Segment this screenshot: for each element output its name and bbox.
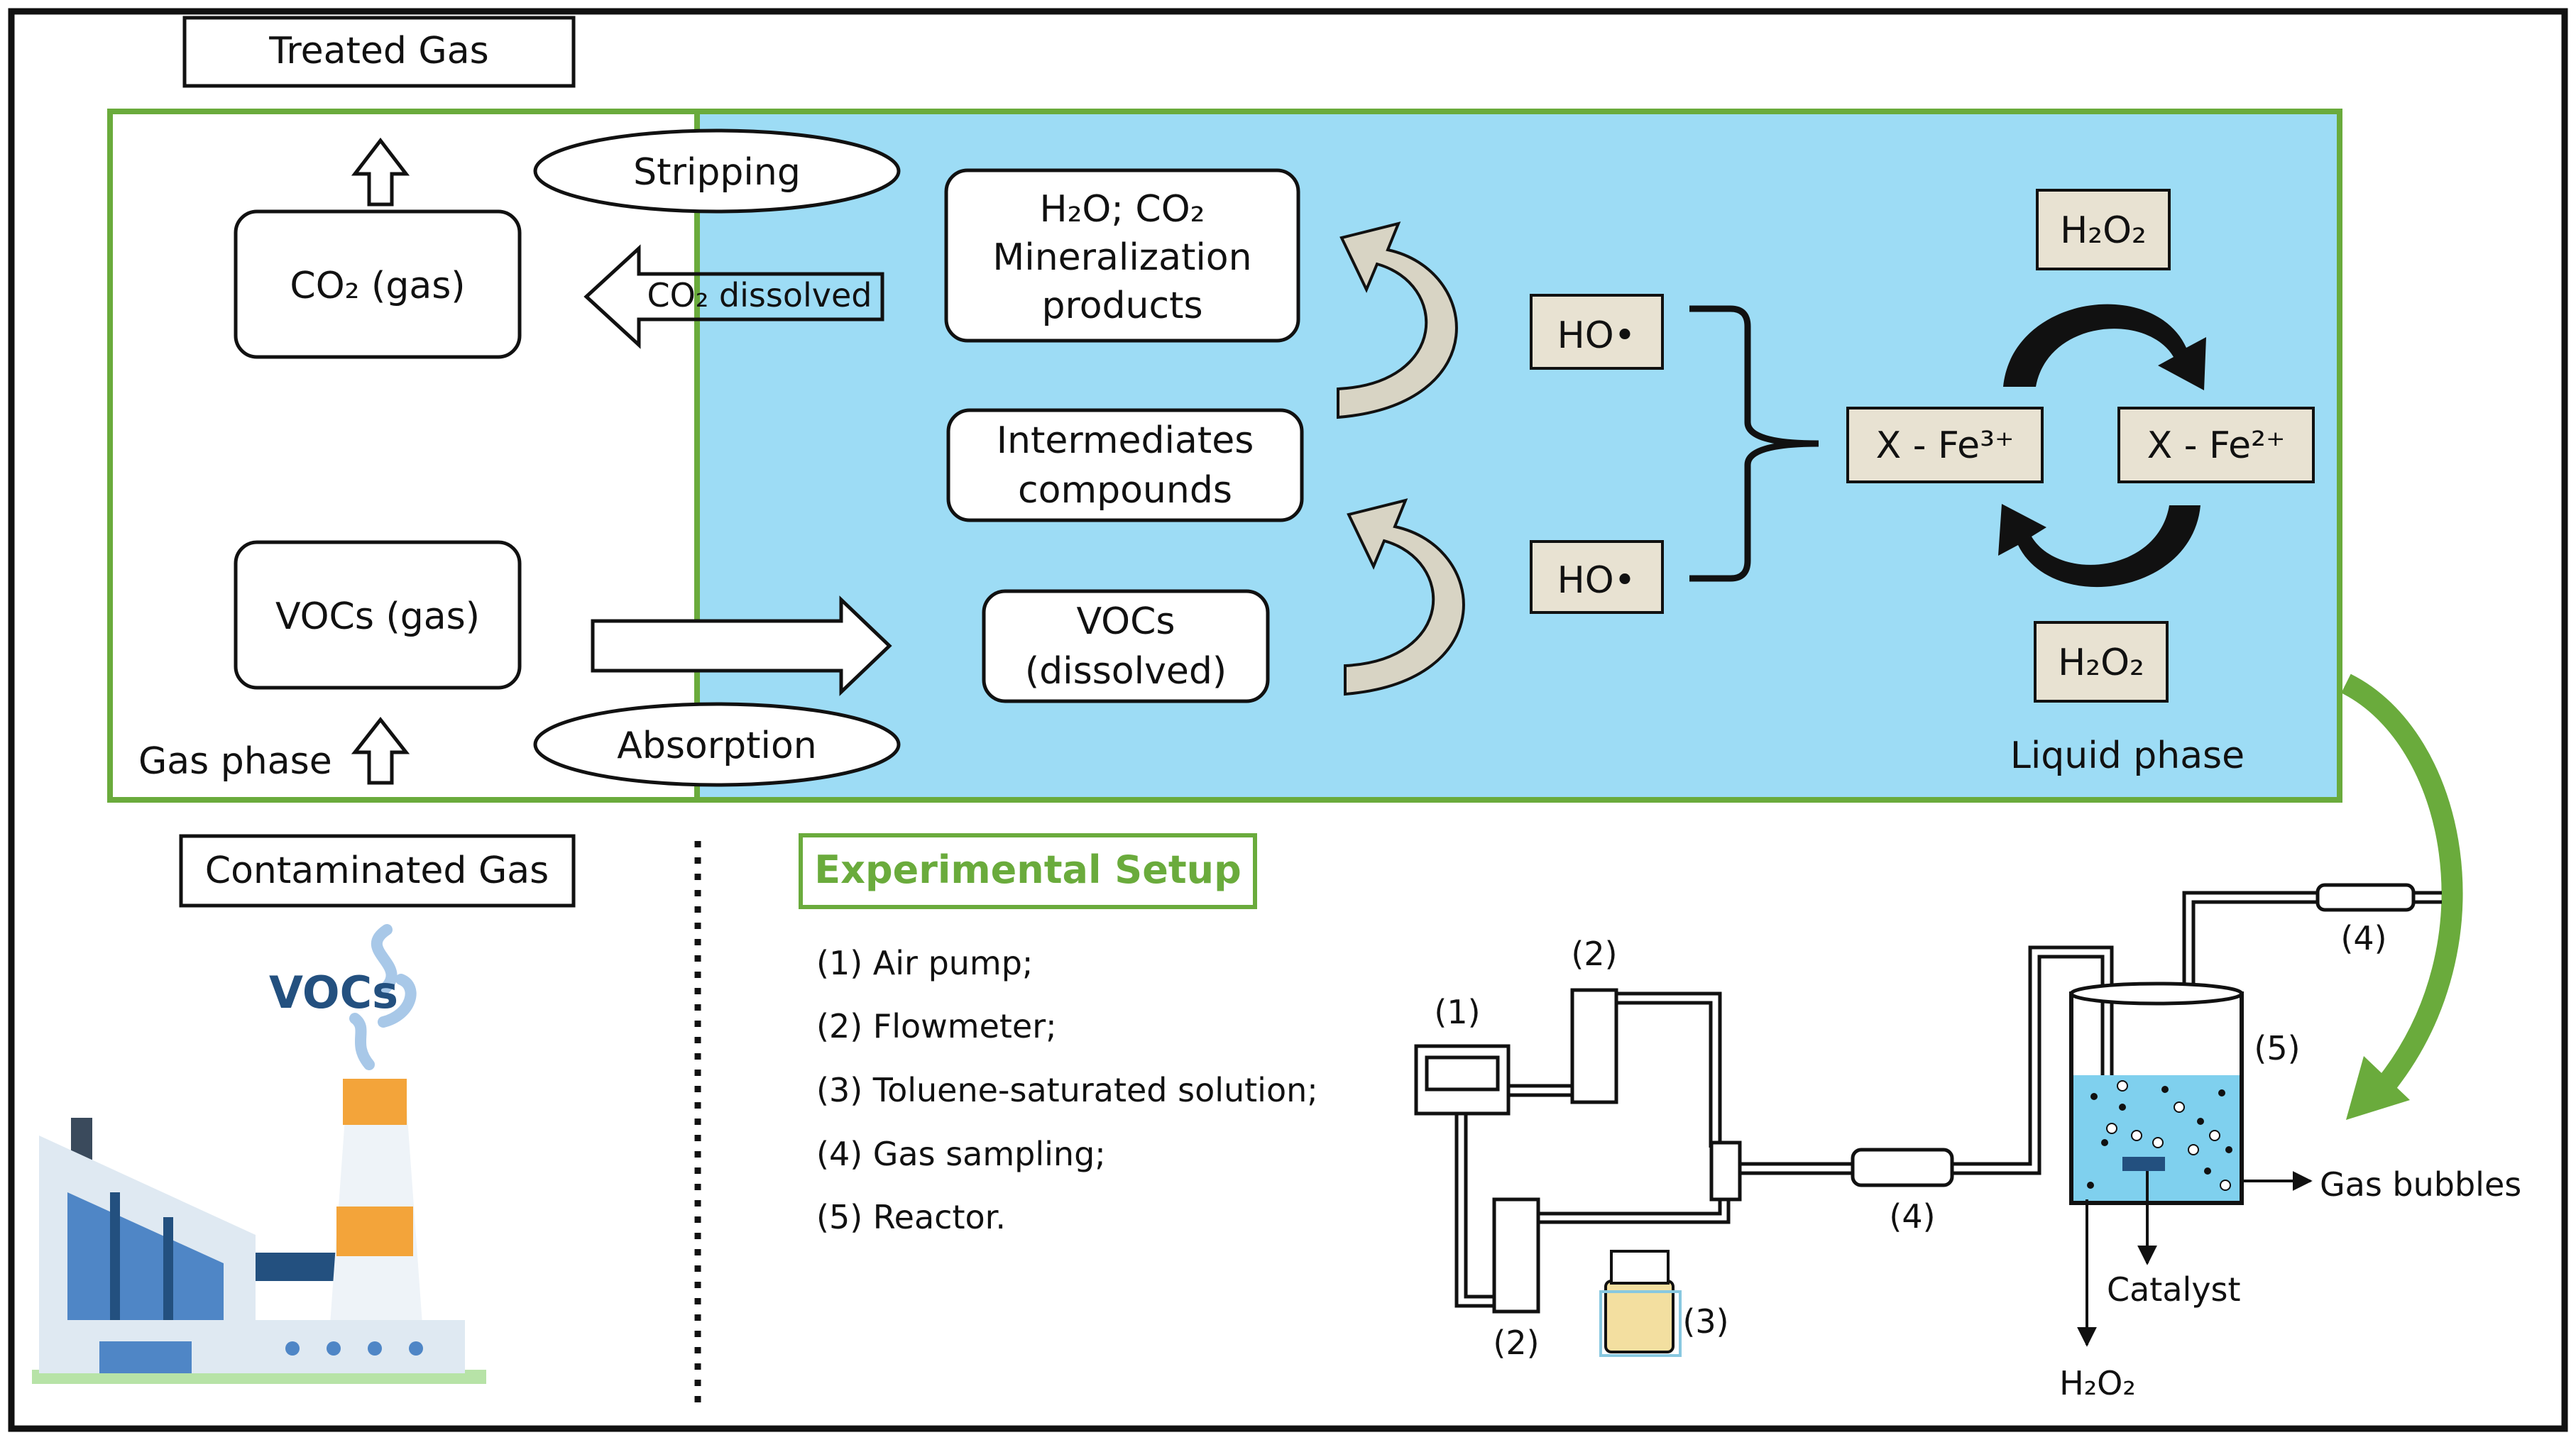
h2o2-box-bottom <box>2034 621 2169 703</box>
liquid-phase-label: Liquid phase <box>2010 735 2245 777</box>
mineralization-line-1: H₂O; CO₂ <box>1039 188 1205 231</box>
cycle-arrow-top-icon <box>2003 304 2206 390</box>
intermediates-line-2: compounds <box>1018 469 1232 512</box>
label-h2o2-feed: H₂O₂ <box>2059 1364 2136 1402</box>
h2o2-label-bottom: H₂O₂ <box>2058 642 2144 684</box>
up-arrow-icon <box>351 137 410 207</box>
ho-radical-label-top: HO• <box>1557 314 1636 357</box>
vocs-dissolved-line-1: VOCs <box>1077 600 1175 643</box>
stripping-label: Stripping <box>633 151 801 194</box>
h2o2-box-top <box>2036 189 2171 270</box>
vocs-gas-box <box>234 540 522 690</box>
fe3-label: X - Fe³⁺ <box>1876 424 2015 467</box>
vocs-dissolved-box <box>982 589 1270 703</box>
intermediates-box <box>946 408 1304 522</box>
label-saturator: (3) <box>1682 1302 1728 1341</box>
curved-arrow-icon <box>1337 221 1458 419</box>
label-sampling-top: (4) <box>2340 919 2386 957</box>
vocs-dissolved-line-2: (dissolved) <box>1025 650 1227 693</box>
label-sampling-mid: (4) <box>1889 1197 1935 1236</box>
label-gas-bubbles: Gas bubbles <box>2320 1165 2521 1204</box>
stripping-ellipse <box>533 128 901 214</box>
cycle-arrow-bottom-icon <box>1998 504 2200 588</box>
curved-arrow-icon <box>1344 498 1465 696</box>
legend-item-5: (5) Reactor. <box>816 1198 1006 1236</box>
gas-phase-label: Gas phase <box>138 740 332 783</box>
setup-apparatus <box>1414 883 2442 1357</box>
contaminated-gas-label: Contaminated Gas <box>205 850 549 892</box>
bracket-connector <box>1689 305 1819 582</box>
outer-frame <box>8 8 2568 1432</box>
legend-item-3: (3) Toluene-saturated solution; <box>816 1071 1318 1109</box>
contaminated-gas-box <box>179 834 576 908</box>
setup-title-box <box>799 833 1257 909</box>
mineralization-line-3: products <box>1041 285 1202 327</box>
label-air-pump: (1) <box>1434 993 1480 1031</box>
label-flowmeter-top: (2) <box>1571 935 1617 973</box>
co2-gas-box <box>234 209 522 359</box>
treated-gas-label: Treated Gas <box>268 30 488 72</box>
label-catalyst: Catalyst <box>2107 1270 2241 1309</box>
label-reactor: (5) <box>2254 1029 2300 1067</box>
link-arrow-green <box>2341 674 2463 1093</box>
intermediates-line-1: Intermediates <box>997 419 1254 462</box>
mineralization-line-2: Mineralization <box>992 236 1251 279</box>
ho-radical-box-top <box>1530 294 1664 370</box>
fe2-box <box>2117 407 2315 483</box>
mineralization-box <box>944 168 1300 343</box>
factory-illustration <box>32 924 486 1384</box>
h2o2-label-top: H₂O₂ <box>2060 209 2147 252</box>
ho-radical-label-bottom: HO• <box>1557 559 1636 602</box>
vocs-logo-text: VOCs <box>269 967 398 1018</box>
co2-gas-label: CO₂ (gas) <box>290 265 465 307</box>
reactor <box>2069 982 2244 1205</box>
legend-item-2: (2) Flowmeter; <box>816 1007 1057 1045</box>
label-flowmeter-bottom: (2) <box>1493 1324 1539 1362</box>
co2-dissolved-label: CO₂ dissolved <box>647 276 872 314</box>
legend-item-4: (4) Gas sampling; <box>816 1135 1106 1173</box>
ho-radical-box-bottom <box>1530 540 1664 614</box>
vocs-gas-label: VOCs (gas) <box>275 595 480 638</box>
treated-gas-box <box>182 16 576 88</box>
absorption-label: Absorption <box>617 725 816 767</box>
absorption-ellipse <box>533 702 901 787</box>
fe2-label: X - Fe²⁺ <box>2147 424 2286 467</box>
setup-title: Experimental Setup <box>814 847 1241 892</box>
fe3-box <box>1846 407 2044 483</box>
process-panel <box>107 109 2342 803</box>
link-arrowhead-green <box>2346 1056 2410 1120</box>
up-arrow-icon <box>351 716 410 785</box>
legend-item-1: (1) Air pump; <box>816 944 1033 982</box>
co2-dissolved-arrow <box>583 244 884 349</box>
absorption-arrow <box>591 595 892 696</box>
